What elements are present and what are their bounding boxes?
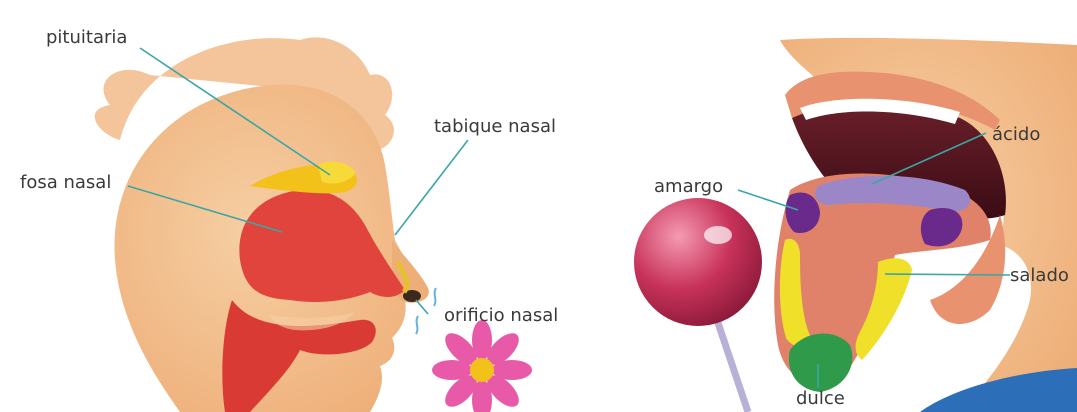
label-acido: ácido: [992, 124, 1040, 145]
label-salado: salado: [1010, 265, 1069, 286]
label-fosa-nasal: fosa nasal: [20, 172, 111, 193]
label-pituitaria: pituitaria: [46, 27, 127, 48]
zone-dulce: [789, 334, 852, 392]
flower-center: [470, 358, 494, 382]
lollipop-illustration: [634, 198, 762, 412]
mouth-illustration: [774, 38, 1077, 412]
scent-wisp: [416, 316, 418, 334]
flower-illustration: [432, 320, 532, 412]
label-orificio-nasal: orificio nasal: [444, 305, 558, 326]
lollipop-candy: [634, 198, 762, 326]
label-dulce: dulce: [796, 388, 845, 409]
scent-wisp: [434, 288, 436, 306]
label-amargo: amargo: [654, 176, 723, 197]
leader-orificio: [416, 300, 428, 314]
label-tabique-nasal: tabique nasal: [434, 116, 556, 137]
lollipop-shine: [704, 226, 732, 244]
head-illustration: [95, 37, 436, 412]
leader-salado: [885, 274, 1010, 275]
leader-tabique: [395, 140, 468, 235]
